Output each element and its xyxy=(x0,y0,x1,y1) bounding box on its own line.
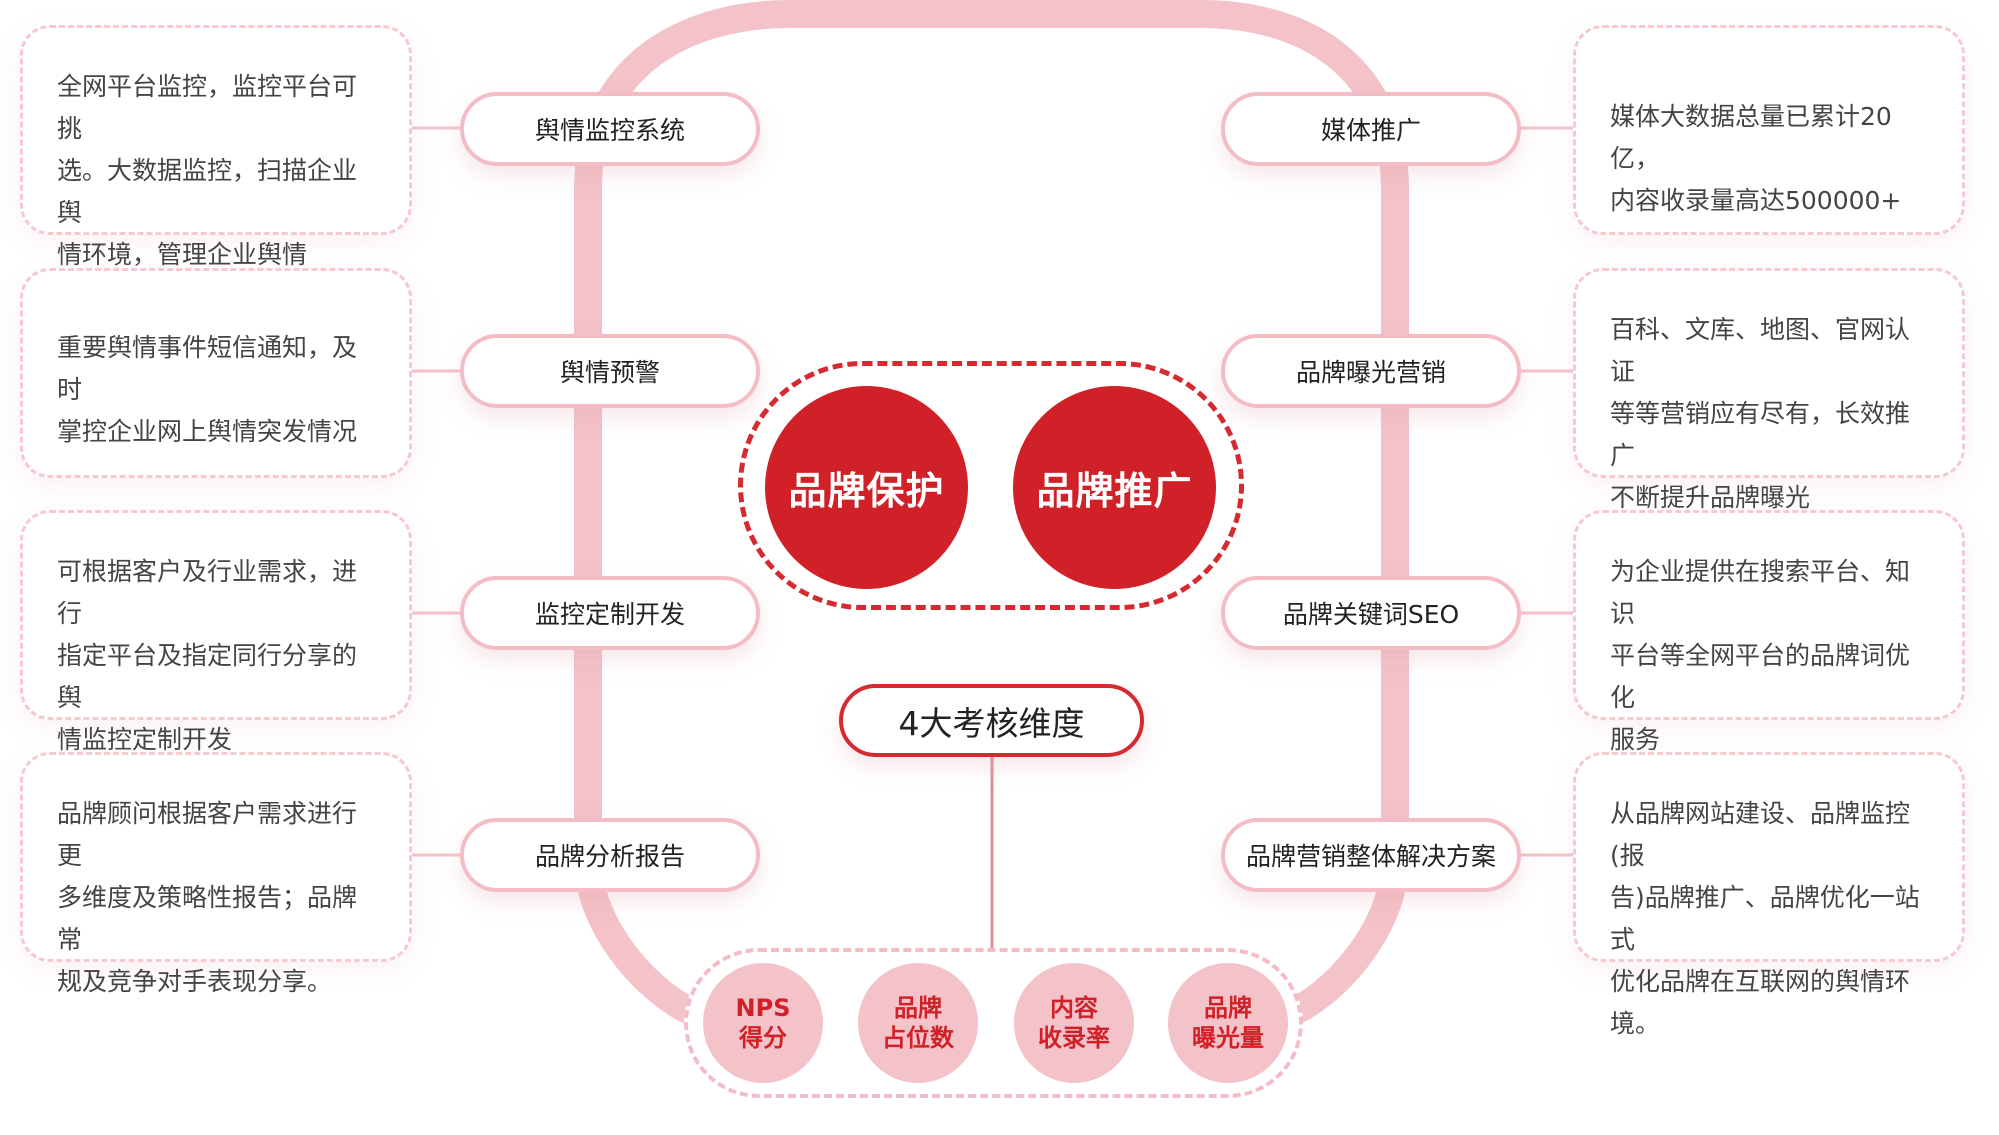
pill-label: 品牌营销整体解决方案 xyxy=(1245,842,1496,871)
card-line: 情环境，管理企业舆情 xyxy=(57,240,308,269)
metric-line: 品牌 xyxy=(894,994,942,1022)
card-line: 优化品牌在互联网的舆情环境。 xyxy=(1610,967,1911,1038)
card-line: 百科、文库、地图、官网认证 xyxy=(1610,315,1911,386)
pill-warning: 舆情预警 xyxy=(460,334,760,408)
metric-brand-positions: 品牌 占位数 xyxy=(858,963,978,1083)
metric-line: 占位数 xyxy=(882,1024,954,1052)
card-line: 品牌顾问根据客户需求进行更 xyxy=(57,799,358,870)
circle-label: 品牌推广 xyxy=(1036,469,1193,513)
card-line: 情监控定制开发 xyxy=(57,725,233,754)
card-line: 为企业提供在搜索平台、知识 xyxy=(1610,557,1911,628)
description-card-solution: 从品牌网站建设、品牌监控(报 告)品牌推广、品牌优化一站式 优化品牌在互联网的舆… xyxy=(1573,752,1965,1038)
metric-line: 内容 xyxy=(1050,994,1098,1022)
metric-nps: NPS 得分 xyxy=(703,963,823,1083)
pill-brand-solution: 品牌营销整体解决方案 xyxy=(1221,818,1521,892)
card-line: 从品牌网站建设、品牌监控(报 xyxy=(1610,799,1911,870)
description-card-analysis: 品牌顾问根据客户需求进行更 多维度及策略性报告；品牌常 规及竞争对手表现分享。 xyxy=(20,752,412,996)
card-line: 告)品牌推广、品牌优化一站式 xyxy=(1610,883,1920,954)
metric-line: NPS xyxy=(735,994,791,1022)
brand-promotion-circle: 品牌推广 xyxy=(1013,386,1216,589)
description-card-media: 媒体大数据总量已累计20亿， 内容收录量高达500000+ xyxy=(1573,25,1965,235)
metric-content-index: 内容 收录率 xyxy=(1014,963,1134,1083)
metric-brand-exposure: 品牌 曝光量 xyxy=(1168,963,1288,1083)
pill-brand-exposure: 品牌曝光营销 xyxy=(1221,334,1521,408)
card-line: 不断提升品牌曝光 xyxy=(1610,483,1811,512)
description-card-exposure: 百科、文库、地图、官网认证 等等营销应有尽有，长效推广 不断提升品牌曝光 xyxy=(1573,268,1965,512)
card-line: 平台等全网平台的品牌词优化 xyxy=(1610,641,1911,712)
card-line: 指定平台及指定同行分享的舆 xyxy=(57,641,358,712)
pill-label: 监控定制开发 xyxy=(534,600,685,629)
card-line: 媒体大数据总量已累计20亿， xyxy=(1610,102,1892,173)
card-line: 全网平台监控，监控平台可挑 xyxy=(57,72,358,143)
card-line: 规及竞争对手表现分享。 xyxy=(57,967,333,996)
description-card-monitoring: 全网平台监控，监控平台可挑 选。大数据监控，扫描企业舆 情环境，管理企业舆情 xyxy=(20,25,412,269)
metric-line: 品牌 xyxy=(1204,994,1252,1022)
pink-track xyxy=(574,0,1409,1029)
description-card-seo: 为企业提供在搜索平台、知识 平台等全网平台的品牌词优化 服务 xyxy=(1573,510,1965,754)
card-line: 可根据客户及行业需求，进行 xyxy=(57,557,358,628)
description-card-custom-dev: 可根据客户及行业需求，进行 指定平台及指定同行分享的舆 情监控定制开发 xyxy=(20,510,412,754)
pill-custom-dev: 监控定制开发 xyxy=(460,576,760,650)
pill-label: 品牌分析报告 xyxy=(534,842,685,871)
card-line: 内容收录量高达500000+ xyxy=(1610,186,1902,215)
card-line: 多维度及策略性报告；品牌常 xyxy=(57,883,358,954)
pill-monitoring-system: 舆情监控系统 xyxy=(460,92,760,166)
circle-label: 品牌保护 xyxy=(788,469,945,513)
card-line: 服务 xyxy=(1610,725,1661,754)
card-line: 等等营销应有尽有，长效推广 xyxy=(1610,399,1911,470)
metric-line: 曝光量 xyxy=(1192,1024,1264,1052)
description-card-warning: 重要舆情事件短信通知，及时 掌控企业网上舆情突发情况 xyxy=(20,268,412,478)
card-line: 掌控企业网上舆情突发情况 xyxy=(57,417,358,446)
metric-line: 收录率 xyxy=(1038,1024,1110,1052)
dimension-pill: 4大考核维度 xyxy=(839,684,1144,757)
pill-analysis-report: 品牌分析报告 xyxy=(460,818,760,892)
pill-label: 舆情预警 xyxy=(559,358,660,387)
pill-media-promotion: 媒体推广 xyxy=(1221,92,1521,166)
pill-brand-seo: 品牌关键词SEO xyxy=(1221,576,1521,650)
metric-line: 得分 xyxy=(739,1024,787,1052)
pill-label: 媒体推广 xyxy=(1320,116,1421,145)
pill-label: 品牌曝光营销 xyxy=(1295,358,1446,387)
dimension-label: 4大考核维度 xyxy=(898,703,1085,743)
card-line: 重要舆情事件短信通知，及时 xyxy=(57,333,358,404)
card-line: 选。大数据监控，扫描企业舆 xyxy=(57,156,358,227)
pill-label: 舆情监控系统 xyxy=(534,116,685,145)
pill-label: 品牌关键词SEO xyxy=(1282,600,1460,629)
brand-protection-circle: 品牌保护 xyxy=(765,386,968,589)
